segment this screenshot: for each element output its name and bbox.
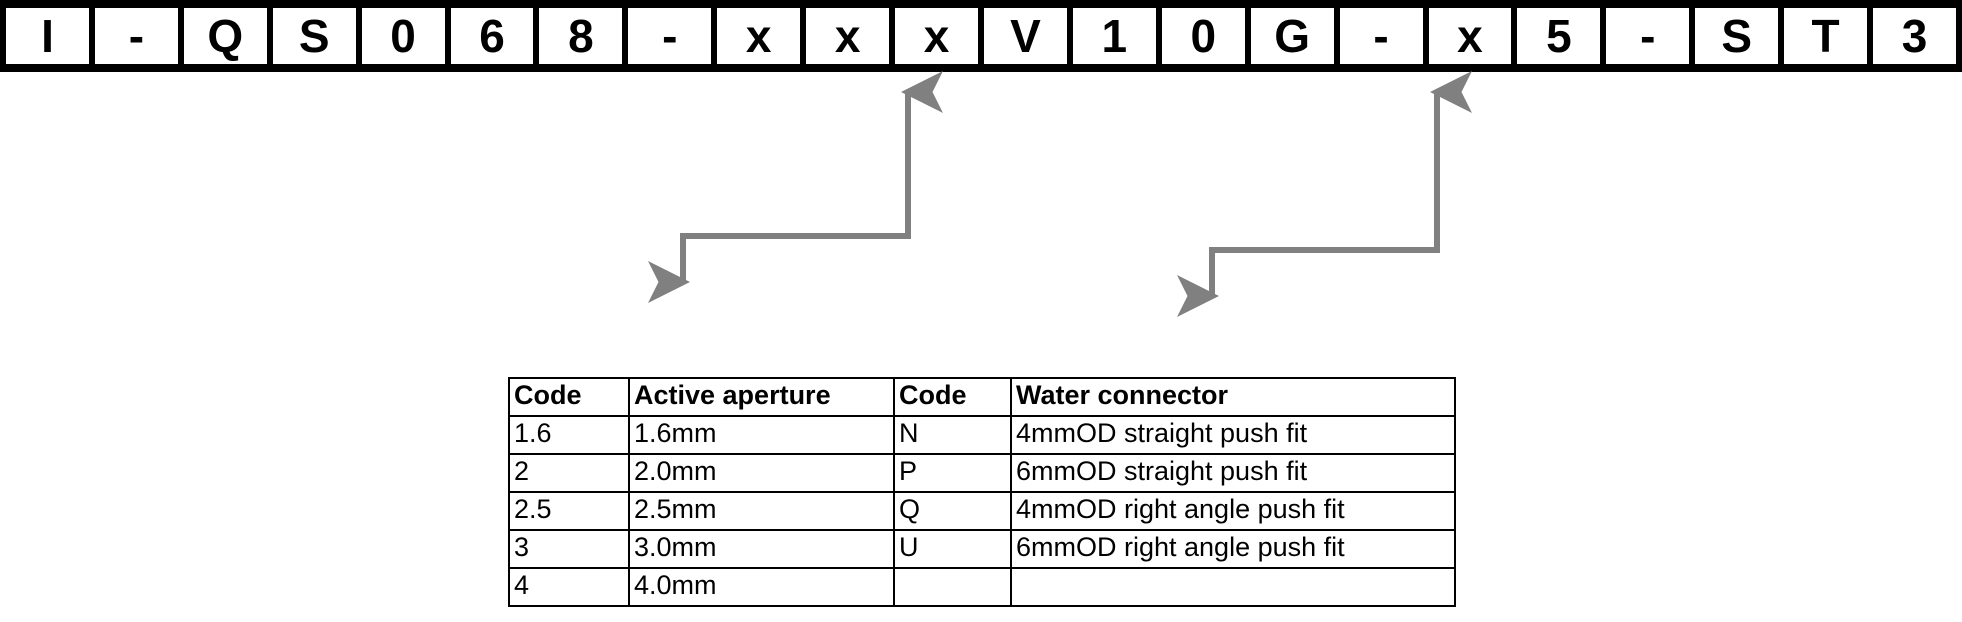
cell-code-aperture: 3: [508, 529, 630, 569]
code-cell-15: -: [1339, 8, 1429, 64]
cell-active-aperture: 3.0mm: [628, 529, 895, 569]
table-header-row: Code Active aperture Code Water connecto…: [508, 377, 1456, 417]
cell-water-connector: 6mmOD right angle push fit: [1010, 529, 1456, 569]
leader-water-connector: [1177, 71, 1472, 317]
code-cell-19: S: [1695, 8, 1785, 64]
code-cell-21: 3: [1873, 8, 1956, 64]
header-code-connector: Code: [893, 377, 1012, 417]
cell-code-connector: [893, 567, 1012, 607]
cell-active-aperture: 2.0mm: [628, 453, 895, 493]
leader-active-aperture: [648, 71, 943, 303]
code-cell-18: -: [1606, 8, 1696, 64]
code-cell-13: 0: [1161, 8, 1251, 64]
cell-water-connector: 4mmOD straight push fit: [1010, 415, 1456, 455]
cell-code-aperture: 2: [508, 453, 630, 493]
code-cell-3: S: [272, 8, 362, 64]
header-active-aperture: Active aperture: [628, 377, 895, 417]
cell-code-connector: U: [893, 529, 1012, 569]
code-cell-0: I: [6, 8, 95, 64]
cell-active-aperture: 2.5mm: [628, 491, 895, 531]
header-water-connector: Water connector: [1010, 377, 1456, 417]
code-cell-11: V: [983, 8, 1073, 64]
cell-code-aperture: 2.5: [508, 491, 630, 531]
code-cell-5: 6: [450, 8, 540, 64]
code-cell-6: 8: [539, 8, 629, 64]
cell-water-connector: [1010, 567, 1456, 607]
code-cell-1: -: [94, 8, 184, 64]
code-cell-2: Q: [183, 8, 273, 64]
code-cell-16: x: [1428, 8, 1518, 64]
cell-active-aperture: 4.0mm: [628, 567, 895, 607]
cell-code-connector: N: [893, 415, 1012, 455]
cell-water-connector: 6mmOD straight push fit: [1010, 453, 1456, 493]
code-reference-table: Code Active aperture Code Water connecto…: [508, 377, 1456, 607]
code-cell-4: 0: [361, 8, 451, 64]
code-cell-7: -: [628, 8, 718, 64]
cell-code-connector: Q: [893, 491, 1012, 531]
cell-water-connector: 4mmOD right angle push fit: [1010, 491, 1456, 531]
cell-active-aperture: 1.6mm: [628, 415, 895, 455]
code-cell-20: T: [1784, 8, 1874, 64]
code-cell-9: x: [806, 8, 896, 64]
code-cell-8: x: [717, 8, 807, 64]
cell-code-aperture: 1.6: [508, 415, 630, 455]
header-code-aperture: Code: [508, 377, 630, 417]
code-cell-10: x: [895, 8, 984, 64]
code-cell-17: 5: [1517, 8, 1607, 64]
code-cell-12: 1: [1072, 8, 1162, 64]
code-cell-14: G: [1250, 8, 1340, 64]
cell-code-aperture: 4: [508, 567, 630, 607]
cell-code-connector: P: [893, 453, 1012, 493]
